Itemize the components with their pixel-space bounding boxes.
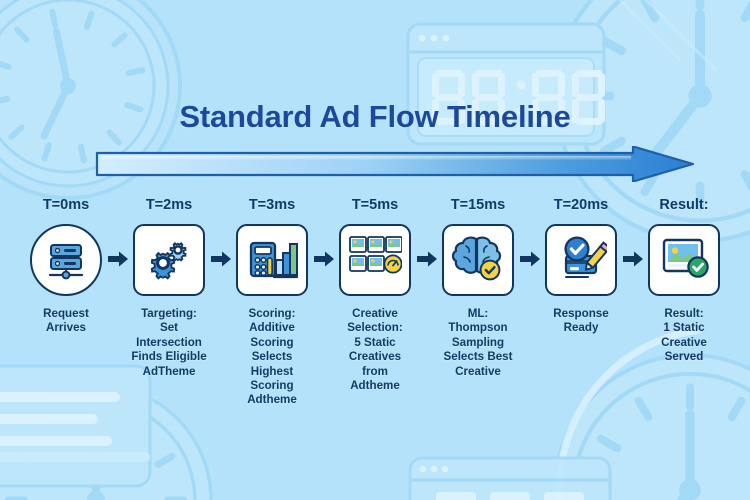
step-creative-selection[interactable]: T=5ms (329, 196, 437, 393)
step-result[interactable]: Result: Result:1 St (638, 196, 730, 365)
image-grid-gauge-icon (348, 234, 403, 287)
success-check-badge (687, 255, 709, 278)
step-scoring[interactable]: T=3ms (226, 196, 334, 408)
step-icon-box (545, 224, 617, 296)
server-rack-icon (42, 234, 90, 287)
step-icon-box (442, 224, 514, 296)
step-time-label: T=0ms (42, 197, 90, 213)
step-connector-arrow-icon (519, 250, 541, 268)
decor-lines (618, 0, 718, 72)
step-time-label: T=20ms (553, 197, 609, 213)
brain-check-icon (451, 233, 504, 288)
step-time-label: T=15ms (450, 197, 506, 213)
browser-window-watermark-bottom (408, 456, 612, 500)
step-time-label: T=3ms (248, 197, 296, 213)
step-icon-box (339, 224, 411, 296)
step-time-label: T=2ms (145, 197, 193, 213)
step-connector-arrow-icon (313, 250, 335, 268)
step-icon-box (648, 224, 720, 296)
calculator-bar-chart-icon (246, 233, 299, 288)
page-title: Standard Ad Flow Timeline (179, 99, 571, 134)
step-connector-arrow-icon (622, 250, 644, 268)
gears-icon (144, 233, 194, 288)
step-time-label: Result: (659, 197, 709, 213)
step-connector-arrow-icon (107, 250, 129, 268)
timeline-progress-arrow (95, 145, 695, 183)
gauge-badge (383, 253, 403, 274)
step-response-ready[interactable]: T=20ms (535, 196, 643, 336)
step-icon-box (133, 224, 205, 296)
image-check-icon (658, 234, 710, 287)
check-badge (479, 259, 501, 280)
step-icon-box (30, 224, 102, 296)
step-time-label: T=5ms (351, 197, 399, 213)
step-connector-arrow-icon (416, 250, 438, 268)
step-icon-box (236, 224, 308, 296)
check-pencil-card-icon (555, 233, 612, 288)
step-connector-arrow-icon (210, 250, 232, 268)
step-ml-thompson-sampling[interactable]: T=15ms (432, 196, 540, 379)
